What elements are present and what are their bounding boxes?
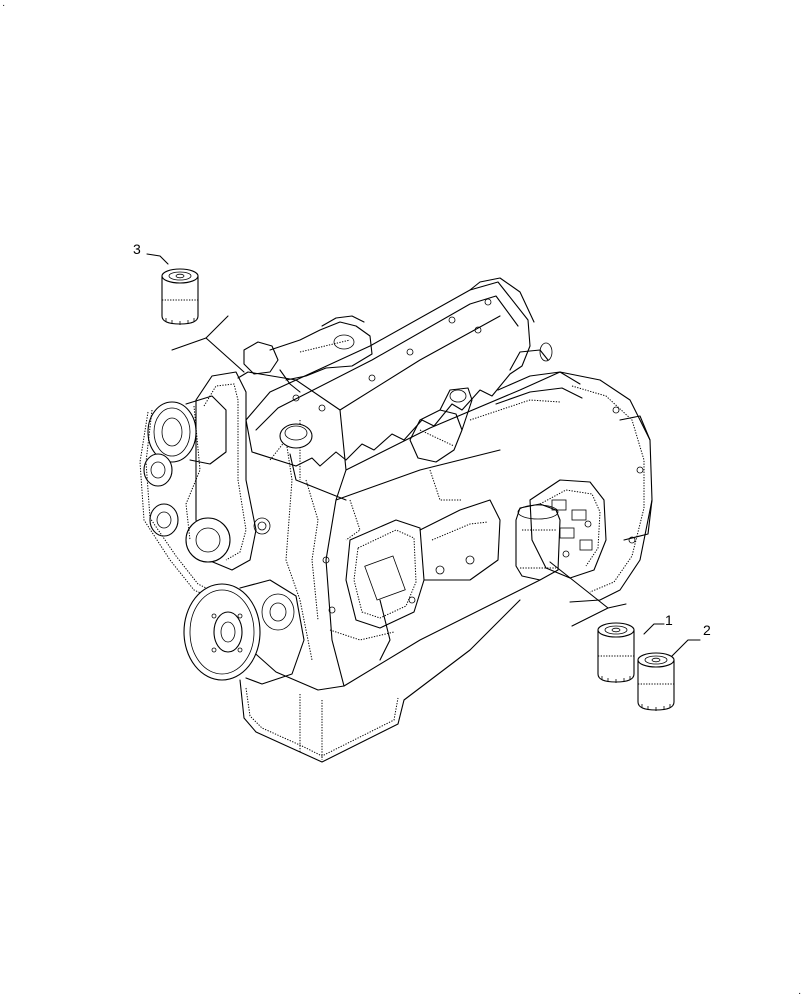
mounted-fuel-filter bbox=[515, 503, 561, 581]
callout-2: 2 bbox=[703, 622, 711, 638]
engine-assembly bbox=[139, 277, 653, 763]
fuel-pump bbox=[529, 479, 607, 579]
corner-mark-right: · bbox=[798, 988, 802, 999]
engine-block bbox=[237, 315, 561, 691]
flywheel-housing bbox=[559, 371, 653, 603]
oil-pan bbox=[239, 599, 521, 763]
fuel-lines bbox=[469, 342, 583, 421]
top-hoses bbox=[243, 315, 373, 393]
leader-lines bbox=[146, 253, 701, 657]
oil-fill-cap bbox=[279, 423, 313, 449]
callout-3: 3 bbox=[133, 241, 141, 257]
valve-cover bbox=[245, 277, 535, 501]
filter-2 bbox=[637, 652, 675, 711]
corner-mark-left: · bbox=[2, 0, 6, 11]
idler-pulleys bbox=[143, 453, 231, 563]
filter-1 bbox=[597, 622, 635, 683]
crank-pulley bbox=[183, 579, 305, 685]
filter-3 bbox=[161, 268, 199, 325]
alternator bbox=[147, 395, 227, 465]
turbo-elbow bbox=[409, 387, 473, 463]
intake-manifold bbox=[345, 499, 501, 629]
block-details bbox=[305, 469, 462, 661]
callout-1: 1 bbox=[665, 612, 673, 628]
